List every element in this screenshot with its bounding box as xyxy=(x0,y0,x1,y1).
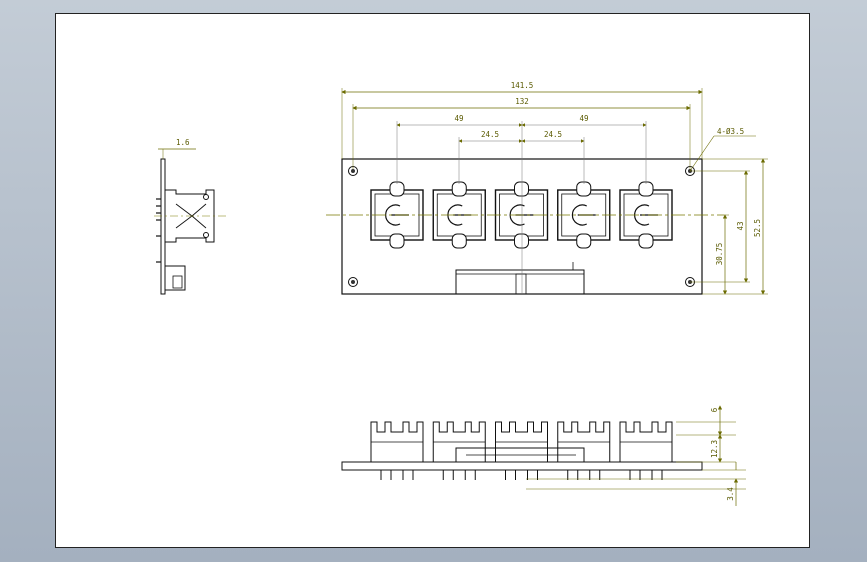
mounting-hole-icon xyxy=(348,277,358,287)
bottom-socket-3 xyxy=(495,421,548,480)
dim-left-pitch: 24.5 xyxy=(481,130,499,139)
bottom-socket-5 xyxy=(619,421,673,480)
dim-overall-width: 141.5 xyxy=(511,81,534,90)
dim-bottom-h1: 6 xyxy=(710,407,719,412)
bottom-socket-2 xyxy=(432,421,486,480)
bottom-view: 6 12.3 3.4 xyxy=(341,405,746,506)
dim-right-span: 49 xyxy=(579,114,588,123)
dim-hole-span-width: 132 xyxy=(515,97,529,106)
side-view: 1.6 xyxy=(154,138,226,295)
dim-left-span: 49 xyxy=(454,114,463,123)
front-view xyxy=(326,158,724,295)
bottom-socket-row xyxy=(370,421,673,480)
bottom-socket-1 xyxy=(370,421,424,480)
dim-bottom-h2: 12.3 xyxy=(710,440,719,458)
dim-center-height: 30.75 xyxy=(715,243,724,266)
front-dimensions: 141.5 132 49 49 24.5 24.5 xyxy=(341,81,768,295)
dim-hole-callout: 4-Ø3.5 xyxy=(717,127,744,136)
dim-side-thickness: 1.6 xyxy=(176,138,190,147)
socket-2 xyxy=(432,181,486,249)
bottom-socket-4 xyxy=(557,421,611,480)
dim-hole-span-height: 43 xyxy=(736,221,745,230)
engineering-drawing: 141.5 132 49 49 24.5 24.5 xyxy=(154,81,768,506)
dim-overall-height: 52.5 xyxy=(753,219,762,237)
dim-right-pitch: 24.5 xyxy=(544,130,562,139)
dim-bottom-h3: 3.4 xyxy=(726,487,735,501)
drawing-sheet: 141.5 132 49 49 24.5 24.5 xyxy=(55,13,810,548)
